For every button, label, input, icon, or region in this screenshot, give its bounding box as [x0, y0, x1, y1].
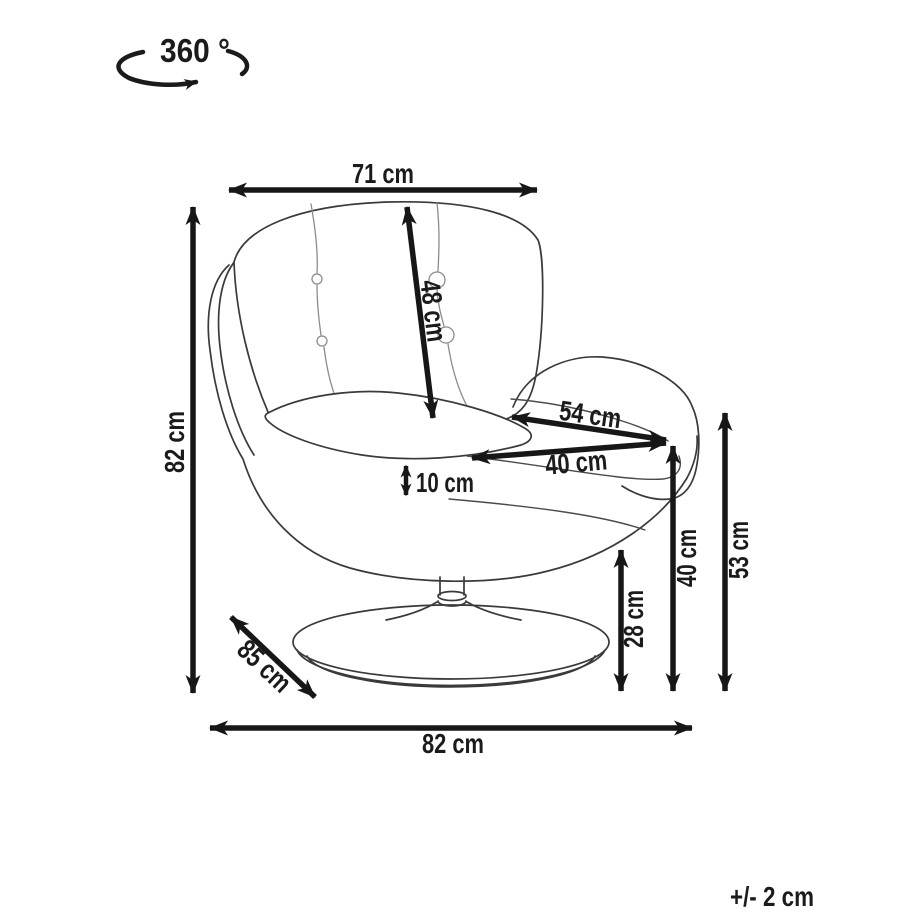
- stem-flare-left: [385, 601, 438, 621]
- dim-label-seat-depth: 40 cm: [544, 444, 608, 480]
- dim-arrow-seat-depth: [471, 436, 667, 465]
- rotation-arrow-icon: [116, 49, 199, 90]
- dim-label-armrest-depth: 54 cm: [557, 395, 623, 434]
- rotation-360-label: 360 °: [160, 32, 230, 69]
- rotation-arc-right: [225, 48, 250, 77]
- dim-label-seat-height: 40 cm: [671, 529, 702, 587]
- pedestal-base: [292, 604, 610, 688]
- dim-label-top-width: 71 cm: [352, 158, 414, 189]
- dim-label-overall-depth: 85 cm: [231, 634, 297, 699]
- chair-illustration: [207, 200, 700, 688]
- rotation-badge: 360 °: [116, 32, 250, 90]
- dim-label-armrest-height: 53 cm: [723, 521, 754, 579]
- dim-arrow-backrest: [401, 206, 439, 419]
- dim-label-base-height: 28 cm: [618, 590, 649, 648]
- pedestal-stem: [385, 576, 522, 621]
- stem-flare-right: [466, 601, 522, 621]
- dim-label-backrest: 48 cm: [414, 278, 452, 343]
- tufting-button-2: [316, 335, 328, 347]
- shell-inner-line: [217, 259, 255, 456]
- dim-label-overall-height: 82 cm: [159, 411, 190, 473]
- dimension-annotations: 71 cm 48 cm 82 cm 54 cm 40 cm 10 cm 85 c…: [159, 158, 754, 759]
- dim-label-rim-thickness: 10 cm: [416, 467, 474, 498]
- tufting-button-1: [311, 273, 323, 285]
- seat-rim-bottom-arc: [448, 498, 646, 531]
- dim-label-overall-width: 82 cm: [422, 728, 484, 759]
- dim-arrow-armrest-depth: [511, 412, 667, 445]
- tolerance-note: +/- 2 cm: [730, 881, 814, 912]
- dim-arrow-overall-depth: [229, 615, 317, 699]
